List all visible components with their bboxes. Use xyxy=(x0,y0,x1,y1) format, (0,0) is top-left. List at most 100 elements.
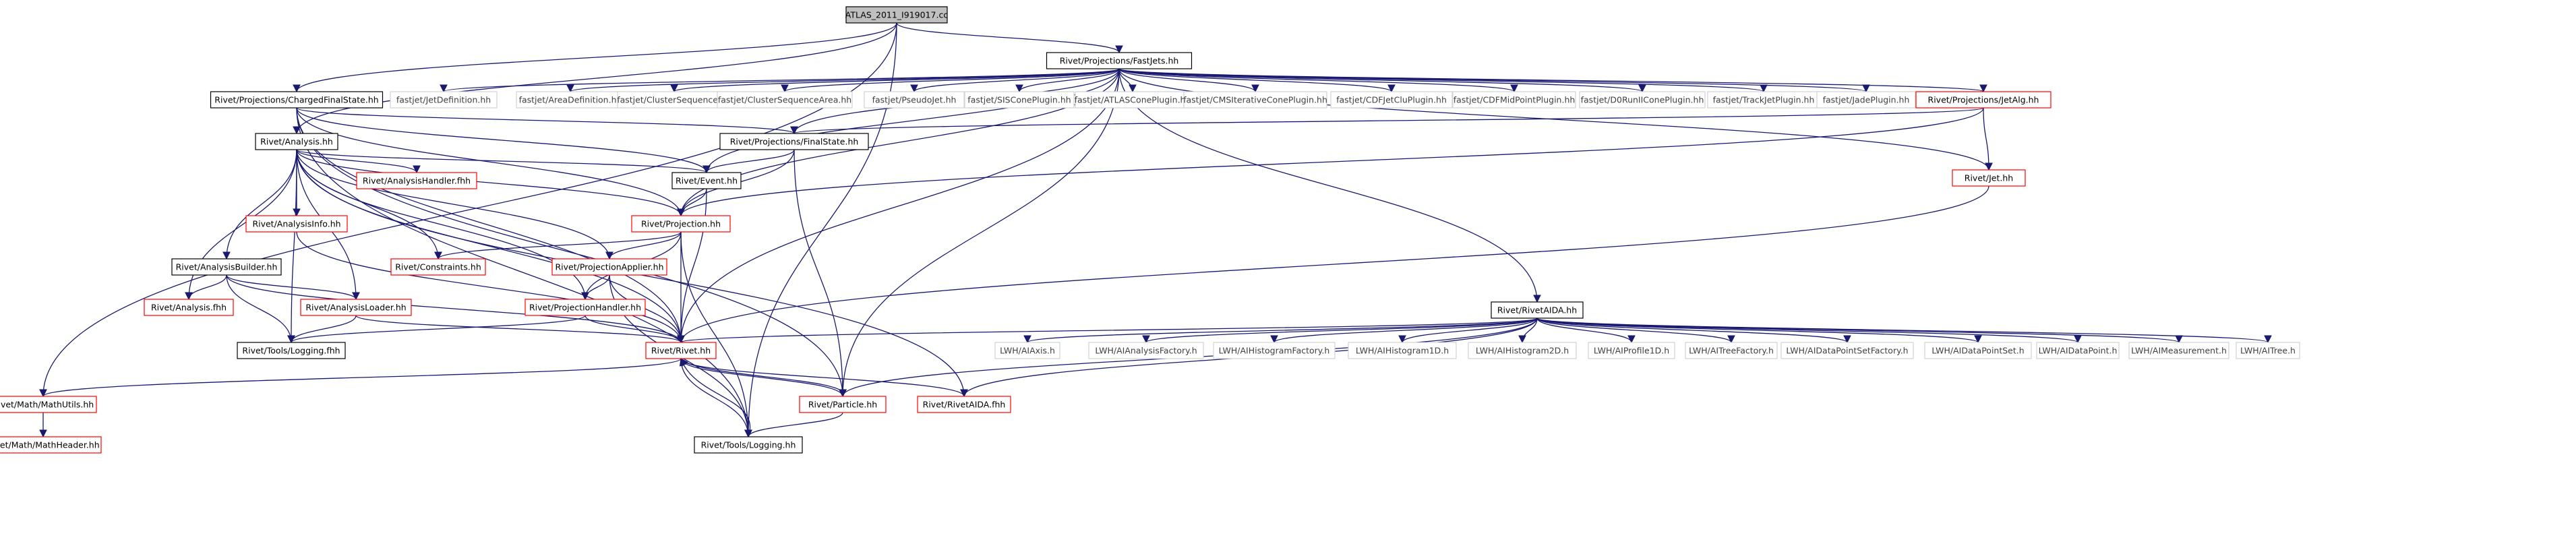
node-rivet-projections-chargedfinalstate-hh[interactable]: Rivet/Projections/ChargedFinalState.hh xyxy=(210,91,384,109)
edge-n17-to-n26 xyxy=(296,149,613,260)
node-rivet-tools-logging-hh[interactable]: Rivet/Tools/Logging.hh xyxy=(694,436,803,454)
node-rivet-rivetaida-fhh[interactable]: Rivet/RivetAIDA.fhh xyxy=(917,396,1011,413)
node-rivet-analysis-fhh[interactable]: Rivet/Analysis.fhh xyxy=(144,299,234,316)
edge-n1-to-n32 xyxy=(1118,68,1541,303)
node-rivet-projectionhandler-hh[interactable]: Rivet/ProjectionHandler.hh xyxy=(525,299,646,316)
node-box xyxy=(2036,342,2120,359)
node-rivet-math-mathheader-hh[interactable]: Rivet/Math/MathHeader.hh xyxy=(0,436,102,454)
node-label: LWH/AIDataPoint.h xyxy=(2039,346,2118,356)
node-label: Rivet/AnalysisHandler.fhh xyxy=(363,176,471,186)
dependency-edges xyxy=(39,22,2272,438)
edge-n16-to-n19 xyxy=(1983,107,1993,171)
header-nodes: ATLAS_2011_I919017.ccRivet/Projections/F… xyxy=(0,6,2300,454)
edge-n32-to-n44 xyxy=(1536,317,1735,344)
node-label: Rivet/Projections/ChargedFinalState.hh xyxy=(214,95,378,105)
edge-n32-to-n38 xyxy=(1023,317,1538,344)
node-label: Rivet/Tools/Logging.hh xyxy=(701,440,796,450)
edge-n17-to-n21 xyxy=(296,149,421,174)
node-rivet-jet-hh[interactable]: Rivet/Jet.hh xyxy=(1952,169,2026,187)
edge-n29-to-n30 xyxy=(287,315,586,344)
node-rivet-event-hh[interactable]: Rivet/Event.hh xyxy=(671,172,742,189)
node-label: fastjet/JadePlugin.hh xyxy=(1823,95,1910,105)
edge-n1-to-n3 xyxy=(440,68,1120,93)
node-rivet-math-mathutils-hh[interactable]: Rivet/Math/MathUtils.hh xyxy=(0,396,97,413)
edge-n31-to-n34 xyxy=(680,358,968,398)
edge-n18-to-n33 xyxy=(793,149,847,398)
edge-n1-to-n5 xyxy=(670,68,1120,93)
edge-n23-to-n25 xyxy=(434,231,682,260)
edge-n1-to-n10 xyxy=(1118,68,1259,93)
edge-n37-to-n31 xyxy=(679,357,751,437)
node-rivet-tools-logging-fhh[interactable]: Rivet/Tools/Logging.fhh xyxy=(237,342,346,359)
node-lwh-aidatapointset-h: LWH/AIDataPointSet.h xyxy=(1924,342,2032,359)
node-lwh-aiaxis-h: LWH/AIAxis.h xyxy=(994,342,1060,359)
node-box xyxy=(1816,91,1916,109)
node-rivet-analysisinfo-hh[interactable]: Rivet/AnalysisInfo.hh xyxy=(245,215,348,233)
node-label: Rivet/AnalysisBuilder.hh xyxy=(176,262,278,272)
node-box xyxy=(719,133,869,150)
node-label: LWH/AIDataPointSetFactory.h xyxy=(1786,346,1908,356)
node-rivet-rivet-hh[interactable]: Rivet/Rivet.hh xyxy=(645,342,717,359)
node-rivet-projections-jetalg-hh[interactable]: Rivet/Projections/JetAlg.hh xyxy=(1915,91,2051,109)
node-label: LWH/AIAnalysisFactory.h xyxy=(1095,346,1197,356)
node-rivet-constraints-hh[interactable]: Rivet/Constraints.hh xyxy=(390,258,486,276)
node-fastjet-cdfmidpointplugin-hh: fastjet/CDFMidPointPlugin.hh xyxy=(1452,91,1576,109)
node-rivet-projection-hh[interactable]: Rivet/Projection.hh xyxy=(631,215,731,233)
edge-n32-to-n40 xyxy=(1270,317,1538,344)
edge-n17-to-n20 xyxy=(296,149,711,174)
edge-n0-to-n37 xyxy=(744,22,897,438)
edge-n32-to-n42 xyxy=(1518,317,1538,344)
node-rivet-rivetaida-hh[interactable]: Rivet/RivetAIDA.hh xyxy=(1491,301,1584,319)
node-label: LWH/AIProfile1D.h xyxy=(1594,346,1669,356)
node-lwh-aihistogram2d-h: LWH/AIHistogram2D.h xyxy=(1468,342,1577,359)
node-label: fastjet/JetDefinition.hh xyxy=(396,95,491,105)
node-box xyxy=(237,342,346,359)
node-rivet-analysishandler-fhh[interactable]: Rivet/AnalysisHandler.fhh xyxy=(356,172,477,189)
edge-n23-to-n37 xyxy=(680,231,752,438)
node-rivet-projections-fastjets-hh[interactable]: Rivet/Projections/FastJets.hh xyxy=(1046,52,1193,69)
edge-n1-to-n14 xyxy=(1118,68,1768,93)
node-box xyxy=(845,6,948,24)
edge-n26-to-n29 xyxy=(581,274,610,301)
node-rivet-projections-finalstate-hh[interactable]: Rivet/Projections/FinalState.hh xyxy=(719,133,869,150)
node-box xyxy=(2236,342,2300,359)
edge-n24-to-n27 xyxy=(185,274,227,301)
node-rivet-particle-hh[interactable]: Rivet/Particle.hh xyxy=(799,396,887,413)
node-fastjet-trackjetplugin-hh: fastjet/TrackJetPlugin.hh xyxy=(1707,91,1820,109)
node-lwh-aiprofile1d-h: LWH/AIProfile1D.h xyxy=(1588,342,1675,359)
node-fastjet-clustersequencearea-hh: fastjet/ClusterSequenceArea.hh xyxy=(717,91,853,109)
edge-n22-to-n31 xyxy=(296,231,685,344)
node-atlas-2011-i919017-cc[interactable]: ATLAS_2011_I919017.cc xyxy=(845,6,949,24)
node-fastjet-cmsiterativeconeplugin-hh: fastjet/CMSIterativeConePlugin.hh xyxy=(1183,91,1327,109)
node-lwh-aidatapointsetfactory-h: LWH/AIDataPointSetFactory.h xyxy=(1780,342,1914,359)
node-box xyxy=(390,91,498,109)
node-lwh-aidatapoint-h: LWH/AIDataPoint.h xyxy=(2036,342,2120,359)
node-rivet-projectionapplier-hh[interactable]: Rivet/ProjectionApplier.hh xyxy=(551,258,667,276)
edge-n1-to-n12 xyxy=(1118,68,1518,93)
node-label: fastjet/ClusterSequence.hh xyxy=(617,95,731,105)
node-box xyxy=(0,396,97,413)
node-label: Rivet/Particle.hh xyxy=(808,400,877,410)
edge-n1-to-n11 xyxy=(1118,68,1396,93)
node-label: Rivet/RivetAIDA.fhh xyxy=(923,400,1006,410)
node-rivet-analysis-hh[interactable]: Rivet/Analysis.hh xyxy=(255,133,338,150)
node-label: Rivet/Rivet.hh xyxy=(651,346,711,356)
node-box xyxy=(210,91,384,109)
node-rivet-analysisloader-hh[interactable]: Rivet/AnalysisLoader.hh xyxy=(300,299,412,316)
edge-n1-to-n19 xyxy=(1118,68,1993,171)
node-fastjet-atlasconeplugin-hh: fastjet/ATLASConePlugin.hh xyxy=(1075,91,1191,109)
node-box xyxy=(390,258,486,276)
node-fastjet-clustersequence-hh: fastjet/ClusterSequence.hh xyxy=(617,91,731,109)
edge-n16-to-n18 xyxy=(791,107,1984,135)
node-box xyxy=(671,172,742,189)
edge-n32-to-n45 xyxy=(1536,317,1851,344)
edge-n28-to-n31 xyxy=(355,315,685,344)
node-box xyxy=(799,396,887,413)
node-rivet-analysisbuilder-hh[interactable]: Rivet/AnalysisBuilder.hh xyxy=(171,258,282,276)
edge-n2-to-n23 xyxy=(296,107,685,217)
edge-n2-to-n18 xyxy=(296,107,798,135)
edge-n17-to-n25 xyxy=(296,149,442,260)
edge-n32-to-n43 xyxy=(1536,317,1636,344)
node-box xyxy=(1088,342,1204,359)
